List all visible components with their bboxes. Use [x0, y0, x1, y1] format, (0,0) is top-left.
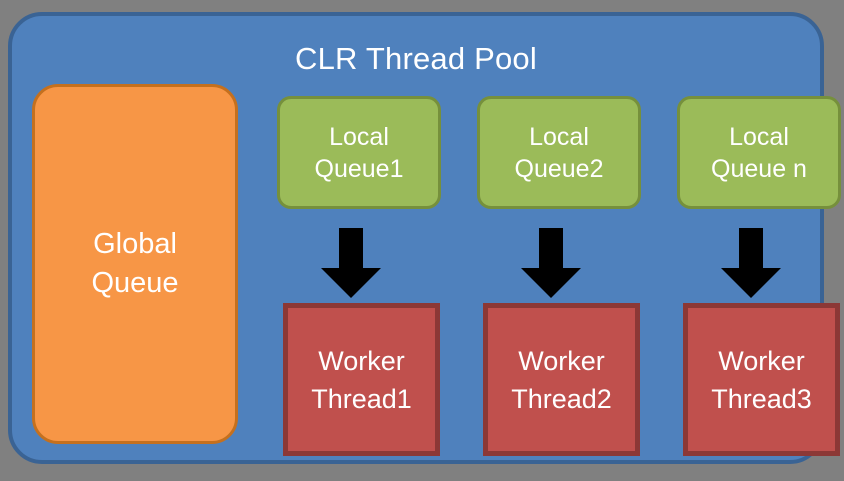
worker-thread-label-2-line1: Worker [518, 345, 605, 376]
local-queue-box-1[interactable]: Local Queue1 [277, 96, 441, 209]
down-arrow-icon-1 [315, 228, 387, 300]
down-arrow-icon-3 [715, 228, 787, 300]
local-queue-label-2-line2: Queue2 [514, 154, 604, 183]
worker-thread-label-3: Worker Thread3 [711, 342, 812, 418]
global-queue-box[interactable]: Global Queue [32, 84, 238, 444]
worker-thread-label-3-line2: Thread3 [711, 383, 812, 414]
worker-thread-box-3[interactable]: Worker Thread3 [683, 303, 840, 456]
local-queue-label-1: Local Queue1 [315, 121, 404, 185]
global-queue-label-line2: Queue [91, 267, 179, 299]
local-queue-label-3-line1: Local [729, 122, 789, 151]
worker-thread-label-1-line2: Thread1 [311, 383, 412, 414]
local-queue-label-2: Local Queue2 [515, 121, 604, 185]
local-queue-label-1-line2: Queue1 [314, 154, 404, 183]
worker-thread-label-3-line1: Worker [718, 345, 805, 376]
local-queue-label-3: Local Queue n [711, 121, 807, 185]
local-queue-label-3-line2: Queue n [711, 154, 807, 183]
worker-thread-label-2-line2: Thread2 [511, 383, 612, 414]
clr-thread-pool-container: CLR Thread Pool Global Queue Local Queue… [8, 12, 841, 464]
global-queue-label: Global Queue [91, 225, 178, 303]
local-queue-label-2-line1: Local [529, 122, 589, 151]
worker-thread-label-1: Worker Thread1 [311, 342, 412, 418]
queue-thread-column-1: Local Queue1 Worker Thread1 [269, 96, 441, 456]
worker-thread-label-1-line1: Worker [318, 345, 405, 376]
local-queue-box-3[interactable]: Local Queue n [677, 96, 841, 209]
global-queue-label-line1: Global [93, 228, 177, 260]
worker-thread-label-2: Worker Thread2 [511, 342, 612, 418]
queue-thread-column-2: Local Queue2 Worker Thread2 [469, 96, 641, 456]
worker-thread-box-1[interactable]: Worker Thread1 [283, 303, 440, 456]
page-title: CLR Thread Pool [295, 41, 537, 76]
worker-thread-box-2[interactable]: Worker Thread2 [483, 303, 640, 456]
local-queue-box-2[interactable]: Local Queue2 [477, 96, 641, 209]
local-queue-label-1-line1: Local [329, 122, 389, 151]
queue-thread-column-3: Local Queue n Worker Thread3 [669, 96, 841, 456]
down-arrow-icon-2 [515, 228, 587, 300]
